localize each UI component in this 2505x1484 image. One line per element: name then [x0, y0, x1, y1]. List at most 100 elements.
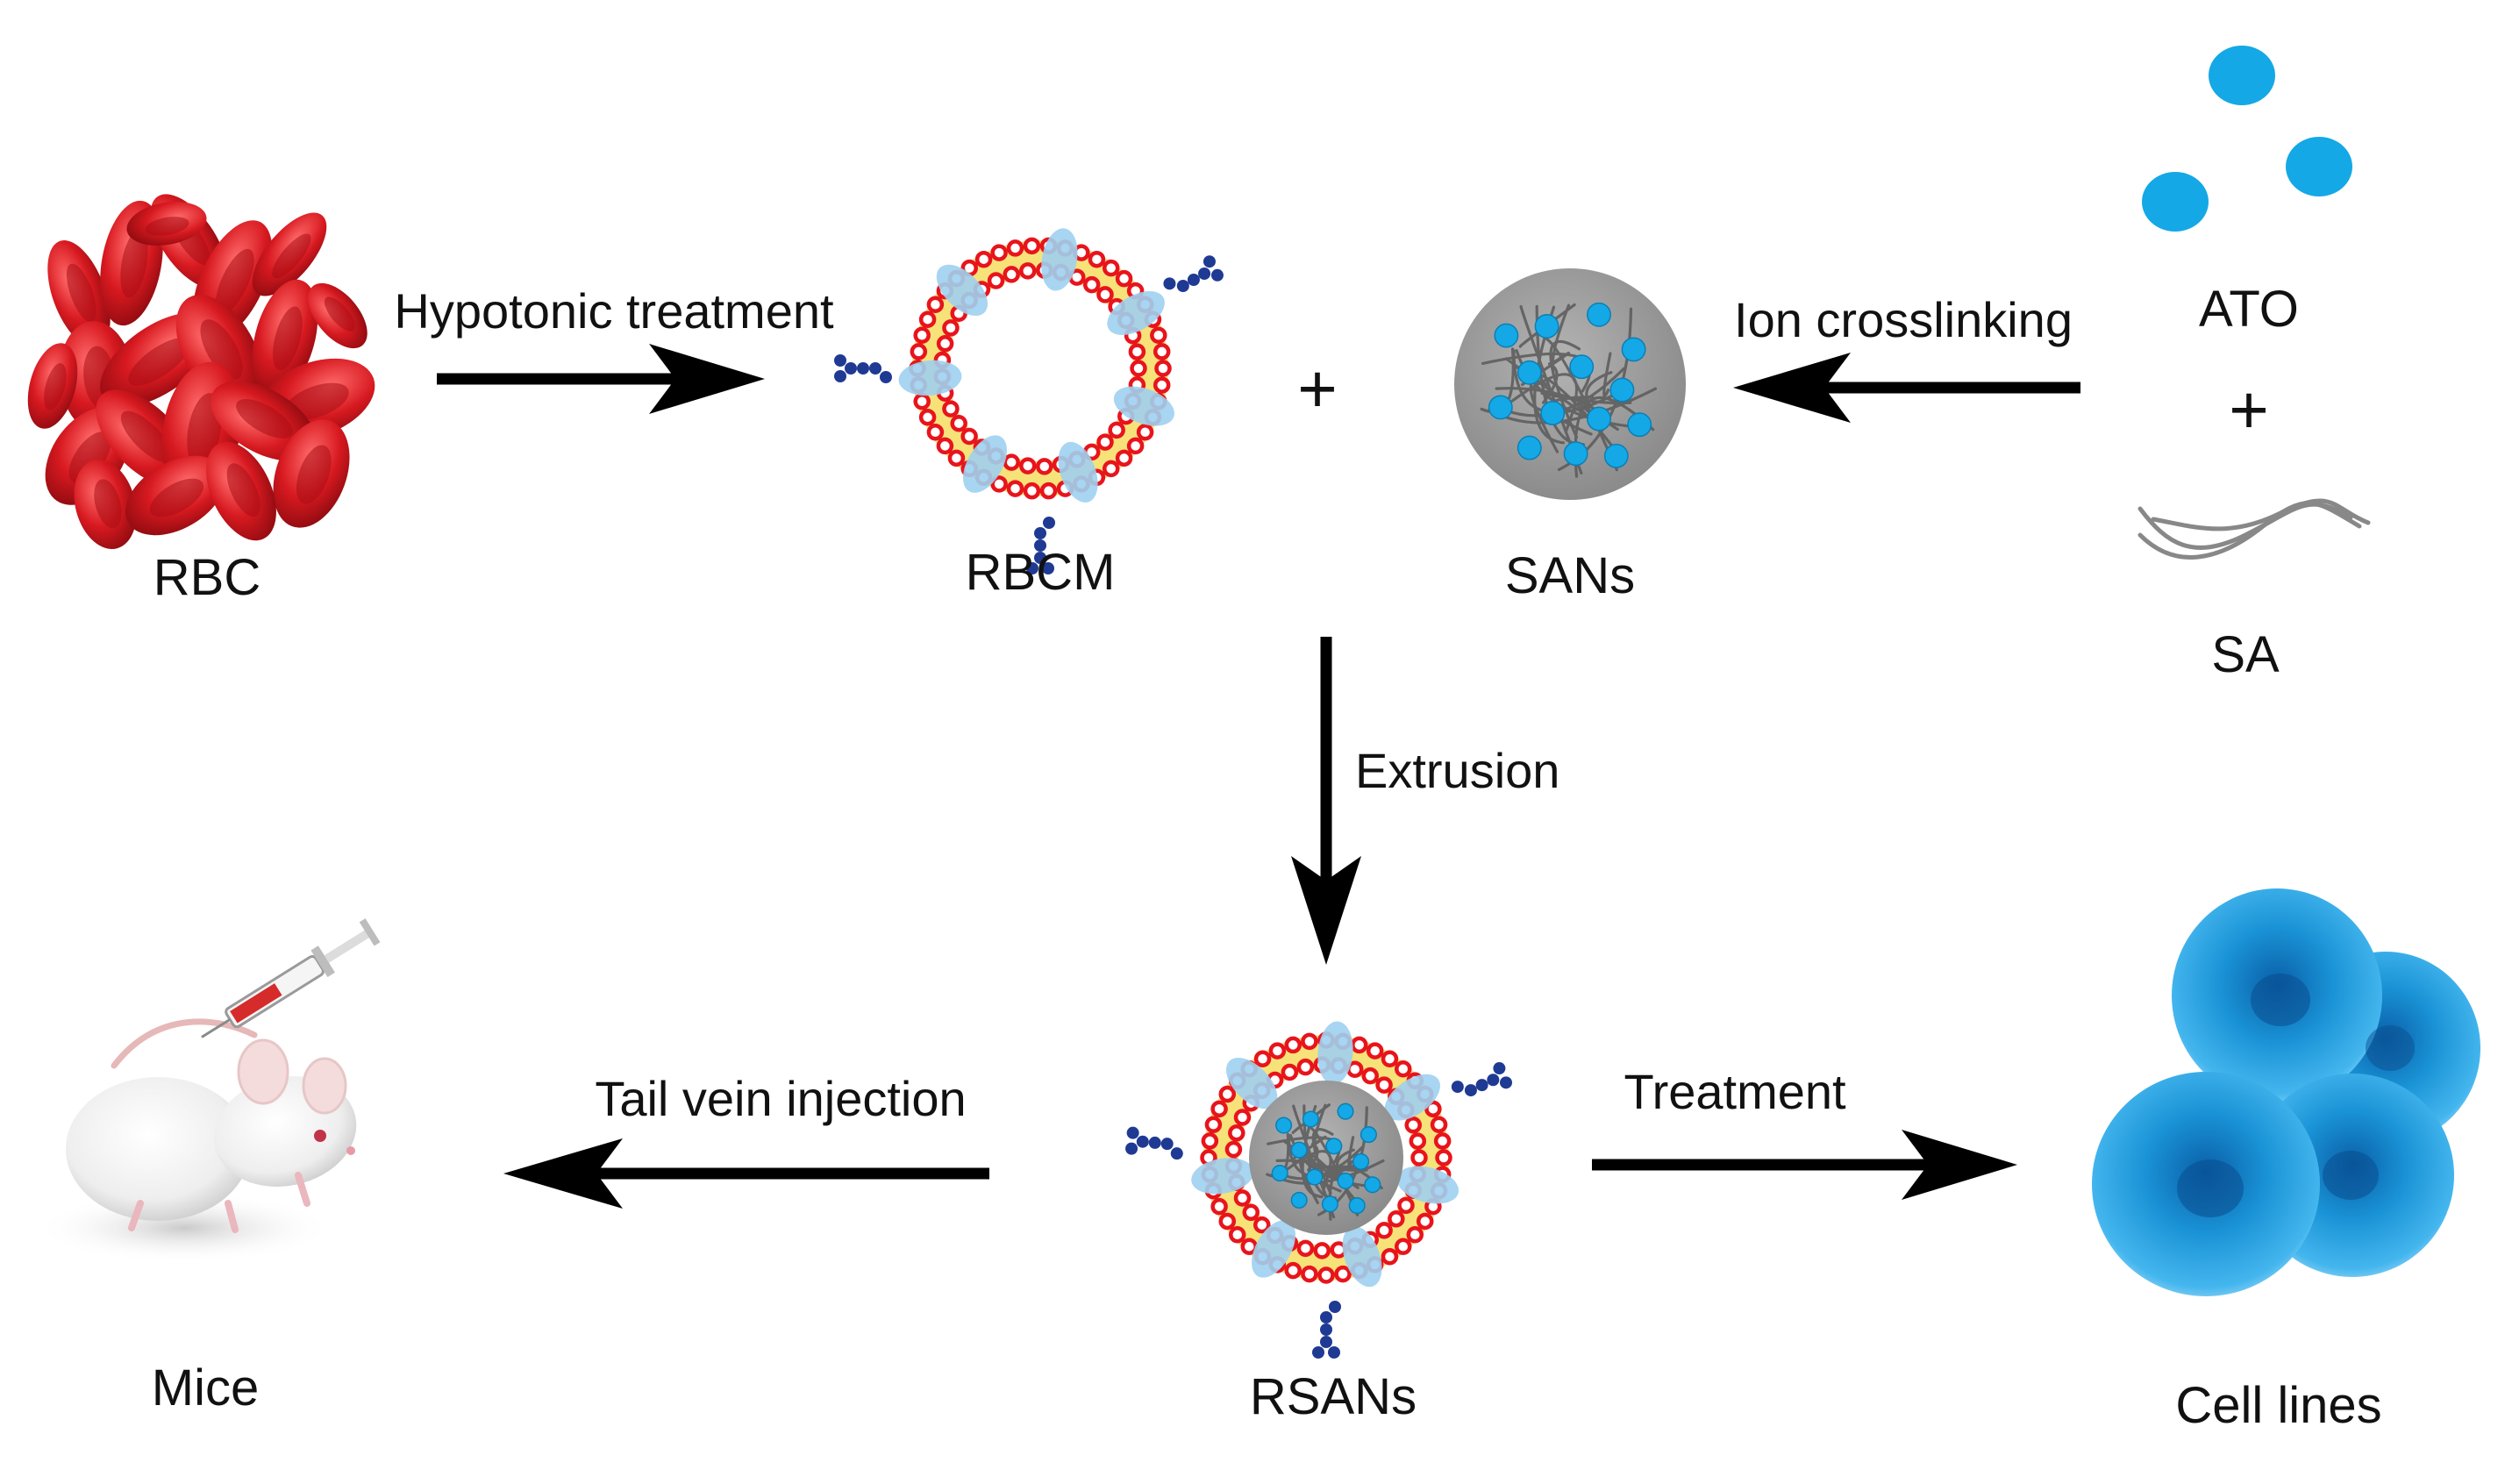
drug-dot — [1534, 314, 1559, 339]
arrow-hypotonic — [437, 344, 765, 414]
lipid-head — [1409, 1132, 1427, 1150]
red-blood-cell — [74, 460, 137, 549]
lipid-head — [942, 319, 960, 337]
membrane-protein — [1058, 441, 1098, 503]
lipid-head — [1366, 1042, 1384, 1059]
lipid-head — [926, 423, 945, 441]
rsans-nanoparticle-icon — [1125, 1021, 1513, 1359]
drug-dot — [1488, 395, 1513, 420]
red-blood-cell — [206, 441, 276, 541]
red-blood-cell — [27, 343, 78, 429]
lipid-head — [1381, 1050, 1399, 1068]
drug-dot — [1603, 443, 1629, 468]
lipid-head — [1296, 1239, 1315, 1258]
lipid-head — [1204, 1116, 1223, 1133]
glycan-chain — [1451, 1062, 1513, 1097]
lipid-head — [913, 393, 931, 410]
lipid-head — [1136, 423, 1154, 441]
lipid-head — [1404, 1117, 1422, 1134]
plus-ato-sa: + — [2229, 371, 2269, 448]
glycan-chain — [1312, 1301, 1341, 1359]
lipid-head — [1334, 1265, 1352, 1283]
mouse-icon — [35, 1018, 357, 1263]
membrane-protein — [1191, 1158, 1254, 1195]
lipid-head — [1281, 1063, 1299, 1081]
lipid-head — [918, 409, 937, 426]
lipid-head — [960, 427, 978, 446]
lipid-head — [1301, 1265, 1318, 1283]
lipid-head — [918, 310, 937, 328]
drug-dot — [1348, 1197, 1366, 1215]
lipid-head — [1108, 421, 1125, 439]
lipid-head — [1218, 1085, 1237, 1103]
lipid-head — [1003, 453, 1020, 471]
glycan-chain — [1163, 255, 1224, 292]
membrane-protein — [1252, 1220, 1295, 1278]
lipid-head — [990, 475, 1008, 493]
drug-dot — [1563, 441, 1588, 467]
drug-dot — [1290, 1191, 1308, 1209]
membrane-protein — [1396, 1166, 1459, 1204]
drug-dot — [1321, 1195, 1338, 1213]
lipid-head — [1006, 480, 1024, 497]
lipid-head — [974, 250, 993, 268]
lipid-head — [1253, 1050, 1272, 1068]
drug-dot — [1275, 1117, 1293, 1134]
lipid-head — [1397, 1196, 1415, 1215]
lipid-head — [1096, 433, 1114, 451]
drug-dot — [1569, 354, 1595, 380]
drug-dot — [1587, 406, 1611, 432]
lipid-head — [1410, 1149, 1428, 1167]
lipid-head — [1115, 449, 1133, 467]
lipid-head — [1003, 266, 1020, 283]
lipid-head — [1284, 1036, 1302, 1054]
drug-dot — [1540, 401, 1566, 425]
lipid-head — [1006, 239, 1024, 257]
sa-polymer-icon — [2137, 498, 2371, 560]
arrow-crosslinking — [1733, 353, 2080, 423]
lipid-head — [1128, 343, 1146, 360]
lipid-head — [950, 414, 967, 432]
lipid-head — [1023, 237, 1041, 255]
lipid-head — [1296, 1058, 1315, 1076]
drug-dot — [1627, 412, 1652, 438]
lipid-head — [926, 296, 945, 314]
lipid-head — [1301, 1032, 1318, 1051]
lipid-head — [1153, 376, 1171, 394]
drug-dot — [1306, 1168, 1324, 1186]
sans-label: SANs — [1505, 547, 1635, 604]
rbc-label: RBC — [153, 549, 260, 606]
glycan-chain — [834, 354, 892, 383]
lipid-head — [1233, 1109, 1252, 1126]
drug-dot — [1621, 337, 1646, 362]
red-blood-cell — [47, 239, 111, 348]
rbcm-membrane-icon — [834, 228, 1224, 574]
lipid-head — [1036, 458, 1053, 475]
lipid-head — [936, 437, 954, 455]
drug-dot — [1325, 1138, 1343, 1155]
lipid-head — [1115, 269, 1133, 288]
lipid-head — [1228, 1226, 1246, 1244]
lipid-head — [1233, 1189, 1252, 1207]
lipid-head — [1430, 1116, 1448, 1133]
lipid-head — [1268, 1042, 1287, 1059]
membrane-protein — [936, 264, 988, 317]
drug-dot — [1517, 360, 1542, 385]
membrane-protein — [1384, 1074, 1440, 1121]
drug-dot — [1352, 1152, 1370, 1170]
ato-label: ATO — [2199, 281, 2299, 338]
lipid-head — [1126, 437, 1145, 455]
cell-lines-label: Cell lines — [2175, 1377, 2381, 1434]
membrane-protein — [1107, 291, 1165, 335]
glycan-chain — [1026, 517, 1055, 574]
lipid-head — [1242, 1203, 1260, 1222]
ion-crosslinking-label: Ion crosslinking — [1734, 292, 2073, 347]
membrane-protein — [1317, 1021, 1353, 1085]
lipid-head — [1406, 1226, 1424, 1244]
lipid-head — [942, 400, 960, 417]
lipid-head — [1210, 1100, 1228, 1118]
membrane-protein — [963, 435, 1007, 493]
drug-dot — [1609, 377, 1635, 403]
lipid-head — [1019, 262, 1037, 280]
